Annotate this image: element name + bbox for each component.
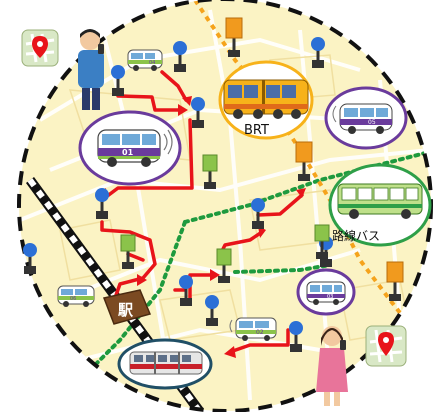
bus-stop-icon	[314, 224, 330, 259]
smart-bus-05: 05	[332, 103, 393, 134]
bus-stop-icon	[191, 97, 205, 128]
smart-bus-04: 04	[127, 49, 163, 71]
smartphone-map-icon	[21, 29, 59, 67]
station: 駅	[102, 289, 152, 325]
bus-number: 03	[327, 294, 333, 300]
bus-stop-icon	[251, 198, 265, 229]
bus-stop-icon	[23, 243, 37, 274]
bus-stop-icon	[111, 65, 125, 96]
bus-stop-icon	[173, 41, 187, 72]
bus-number: 06	[70, 296, 76, 302]
brt-label: BRT	[244, 123, 269, 138]
green-bus-stops	[120, 154, 330, 283]
bus-stop-icon	[225, 17, 243, 57]
bus-stop-icon	[311, 37, 325, 68]
smart-bus-01-callout: 01	[78, 110, 182, 186]
smart-bus-05-callout: 05	[324, 86, 408, 150]
bus-stop-icon	[289, 321, 303, 352]
smart-bus-03: 03	[306, 281, 346, 305]
blue-bus-stops	[23, 37, 333, 352]
bus-stop-icon	[216, 248, 232, 283]
bus-stop-icon	[386, 261, 404, 301]
station-label: 駅	[117, 301, 134, 319]
smart-bus-06: 06	[57, 285, 95, 307]
bus-stop-icon	[202, 154, 218, 189]
smartphone-map-icon	[365, 325, 407, 367]
bus-stop-icon	[205, 295, 219, 326]
man-with-phone-icon	[78, 29, 104, 110]
smart-bus-01: 01	[97, 129, 173, 167]
bus-stop-icon	[95, 188, 109, 219]
bus-number: 05	[368, 119, 376, 126]
route-bus-label: 路線バス	[332, 228, 380, 243]
route-bus-callout: 路線バス	[328, 163, 432, 247]
bus-number: 02	[256, 329, 264, 336]
smart-bus-03-callout: 03	[296, 268, 356, 316]
brt-callout: BRT	[218, 60, 314, 140]
bus-stop-icon	[179, 275, 193, 306]
brt-bus-icon	[223, 79, 309, 119]
smart-bus-02: 02	[229, 317, 277, 341]
train-callout	[117, 338, 213, 390]
route-bus-icon	[337, 183, 423, 219]
bus-stop-icon	[120, 234, 136, 269]
train-icon	[129, 351, 203, 375]
bus-number: 01	[122, 148, 134, 157]
woman-with-phone-icon	[316, 326, 348, 406]
bus-number: 04	[149, 60, 155, 66]
orange-bus-stops	[225, 17, 404, 301]
bus-stop-icon	[295, 141, 313, 181]
